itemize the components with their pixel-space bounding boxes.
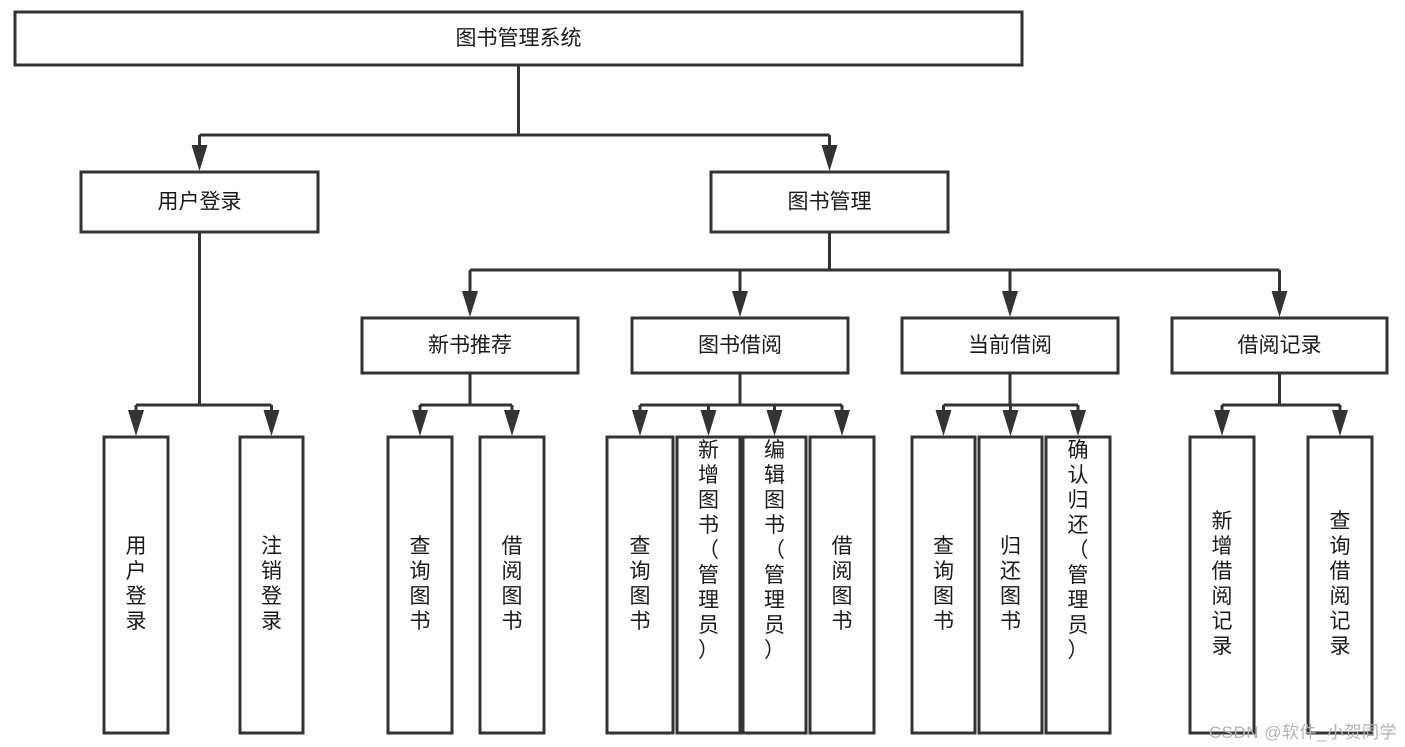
node-box[interactable]	[79, 170, 320, 234]
connector-group	[1214, 373, 1348, 436]
watermark: CSDN @软件_小贺同学	[1208, 723, 1397, 742]
node-label: 借阅图书	[502, 535, 523, 633]
node-leaf-add-book[interactable]: 新增图书（管理员）	[675, 435, 742, 735]
connector-group	[935, 373, 1086, 436]
node-label: 借阅记录	[1238, 334, 1322, 357]
node-leaf-confirm-return[interactable]: 确认归还（管理员）	[1044, 435, 1112, 735]
node-label: 归还图书	[1000, 535, 1021, 633]
node-root[interactable]: 图书管理系统	[13, 10, 1024, 67]
arrow-head-icon	[834, 410, 850, 436]
node-box[interactable]	[478, 435, 546, 735]
node-leaf-query-book-2[interactable]: 查询图书	[605, 435, 675, 735]
node-box[interactable]	[1306, 435, 1374, 735]
node-label: 图书管理	[788, 191, 872, 214]
arrow-head-icon	[1271, 291, 1288, 317]
arrow-head-icon	[1214, 410, 1230, 436]
node-box[interactable]	[238, 435, 305, 735]
node-leaf-borrow-book-1[interactable]: 借阅图书	[478, 435, 546, 735]
arrow-head-icon	[504, 410, 520, 436]
node-leaf-user-login[interactable]: 用户登录	[102, 435, 170, 735]
node-box[interactable]	[808, 435, 876, 735]
node-leaf-edit-book[interactable]: 编辑图书（管理员）	[741, 435, 808, 735]
node-leaf-query-book-1[interactable]: 查询图书	[386, 435, 454, 735]
node-label: 新书推荐	[428, 334, 512, 357]
node-label: 借阅图书	[832, 535, 853, 633]
node-box[interactable]	[910, 435, 977, 735]
arrow-head-icon	[1002, 410, 1019, 436]
node-box[interactable]	[13, 10, 1024, 67]
node-label: 查询借阅记录	[1330, 510, 1351, 658]
node-current-borrow[interactable]: 当前借阅	[900, 316, 1120, 375]
node-box[interactable]	[675, 435, 742, 735]
arrow-head-icon	[632, 410, 648, 436]
node-box[interactable]	[977, 435, 1044, 735]
node-leaf-query-record[interactable]: 查询借阅记录	[1306, 435, 1374, 735]
arrow-head-icon	[263, 410, 280, 436]
arrow-head-icon	[700, 410, 717, 436]
node-label: 当前借阅	[968, 334, 1052, 357]
arrow-head-icon	[1002, 291, 1018, 317]
node-label: 图书借阅	[698, 334, 782, 357]
arrow-head-icon	[128, 410, 144, 436]
node-box[interactable]	[102, 435, 170, 735]
connector-group	[412, 373, 520, 436]
node-box[interactable]	[1044, 435, 1112, 735]
node-book-borrow[interactable]: 图书借阅	[630, 316, 850, 375]
connector-group	[128, 232, 280, 436]
node-user-login[interactable]: 用户登录	[79, 170, 320, 234]
node-box[interactable]	[1188, 435, 1256, 735]
node-leaf-query-book-3[interactable]: 查询图书	[910, 435, 977, 735]
node-borrow-record[interactable]: 借阅记录	[1170, 316, 1389, 375]
arrow-head-icon	[766, 410, 783, 436]
node-leaf-borrow-book-2[interactable]: 借阅图书	[808, 435, 876, 735]
node-book-manage[interactable]: 图书管理	[709, 170, 950, 234]
node-label: 查询图书	[630, 535, 651, 633]
node-box[interactable]	[709, 170, 950, 234]
connector-group	[632, 373, 850, 436]
node-box[interactable]	[900, 316, 1120, 375]
node-box[interactable]	[630, 316, 850, 375]
node-box[interactable]	[360, 316, 580, 375]
node-box[interactable]	[741, 435, 808, 735]
node-label: 新增图书（管理员）	[698, 439, 719, 662]
node-label: 确认归还（管理员）	[1068, 439, 1089, 662]
node-label: 注销登录	[261, 535, 282, 633]
arrow-head-icon	[821, 145, 838, 171]
node-leaf-user-logout[interactable]: 注销登录	[238, 435, 305, 735]
arrow-head-icon	[935, 410, 952, 436]
node-leaf-return-book[interactable]: 归还图书	[977, 435, 1044, 735]
connector-group	[191, 65, 838, 171]
node-label: 用户登录	[158, 191, 242, 214]
arrow-head-icon	[412, 410, 428, 436]
node-leaf-add-record[interactable]: 新增借阅记录	[1188, 435, 1256, 735]
connectors-layer	[128, 65, 1348, 436]
node-box[interactable]	[1170, 316, 1389, 375]
node-box[interactable]	[386, 435, 454, 735]
arrow-head-icon	[732, 291, 748, 317]
node-label: 用户登录	[126, 535, 147, 633]
arrow-head-icon	[191, 145, 208, 171]
node-label: 新增借阅记录	[1212, 510, 1233, 658]
node-box[interactable]	[605, 435, 675, 735]
node-label: 图书管理系统	[456, 27, 582, 50]
node-label: 查询图书	[933, 535, 954, 633]
nodes-layer: 图书管理系统用户登录图书管理新书推荐图书借阅当前借阅借阅记录用户登录注销登录查询…	[13, 10, 1389, 735]
arrow-head-icon	[1070, 410, 1086, 436]
arrow-head-icon	[1332, 410, 1348, 436]
node-label: 查询图书	[410, 535, 431, 633]
connector-group	[462, 232, 1288, 317]
node-new-book-rec[interactable]: 新书推荐	[360, 316, 580, 375]
node-label: 编辑图书（管理员）	[764, 439, 785, 662]
arrow-head-icon	[462, 291, 478, 317]
